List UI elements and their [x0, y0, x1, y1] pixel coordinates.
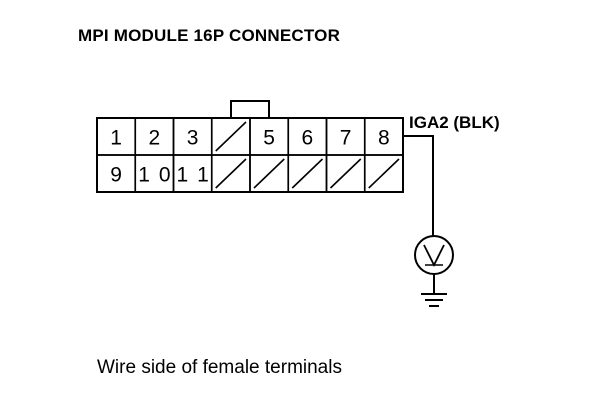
probe-wire — [403, 135, 434, 236]
unused-terminal-slash — [291, 158, 324, 189]
unused-terminal-slash — [253, 158, 285, 189]
unused-terminal-slash — [215, 158, 247, 189]
unused-terminal-slash — [329, 158, 362, 189]
terminal-number: 5 — [263, 127, 275, 150]
diagram-title: MPI MODULE 16P CONNECTOR — [78, 26, 341, 45]
voltmeter-icon — [414, 235, 454, 275]
ground-symbol-icon — [421, 293, 447, 307]
terminal-number: 2 — [149, 127, 161, 150]
unused-terminal-slash — [215, 121, 247, 152]
terminal-number: 3 — [187, 127, 199, 150]
diagram-caption: Wire side of female terminals — [97, 357, 342, 378]
terminal-number: 6 — [302, 127, 314, 150]
wire-label: IGA2 (BLK) — [409, 113, 500, 132]
terminal-number: 7 — [340, 127, 352, 150]
terminal-number: 8 — [378, 127, 390, 150]
terminal-cell — [363, 154, 404, 193]
terminal-number: 9 — [110, 164, 122, 187]
terminal-number: 1 — [110, 127, 122, 150]
connector-lock-tab — [230, 100, 270, 119]
unused-terminal-slash — [368, 158, 400, 189]
